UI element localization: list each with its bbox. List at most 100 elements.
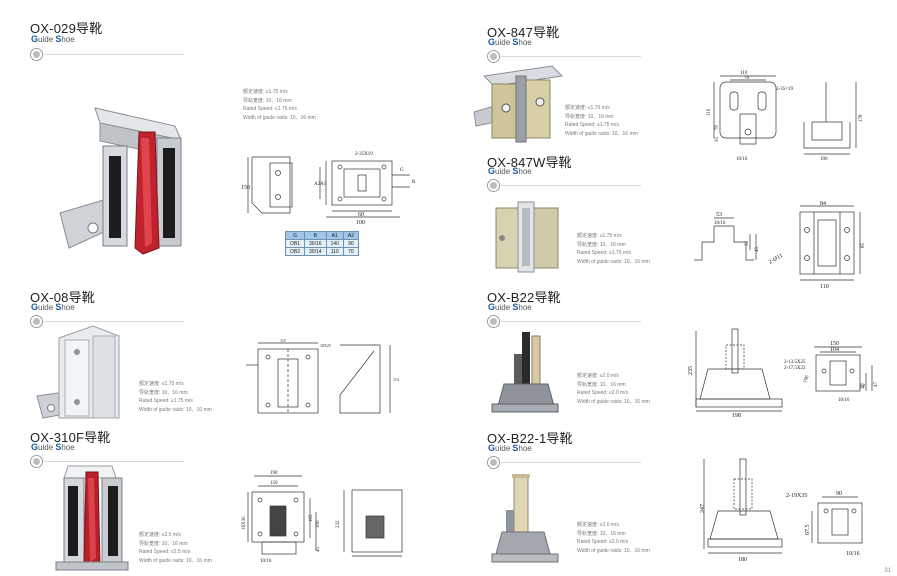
label-100: 100 xyxy=(356,220,365,225)
product-title: OX-B22导靴 xyxy=(487,290,561,305)
product-photo xyxy=(59,107,182,255)
label-slot: 10X25 xyxy=(320,343,331,348)
label-67-5: 67.5 xyxy=(805,525,811,536)
label-g: G xyxy=(400,168,404,173)
label-45: 45 xyxy=(316,547,321,553)
bullet-dot xyxy=(31,316,42,327)
product-subtitle: Guide Shoe xyxy=(488,166,532,176)
spec-list: 额定速度: ≤1.75 m/s 导轨宽度: 10、16 mm Rated Spe… xyxy=(565,105,638,137)
title-rule xyxy=(44,461,184,462)
title-rule xyxy=(501,321,641,322)
label-100: 100 xyxy=(316,520,321,528)
spec-list: 额定速度: ≤1.75 m/s 导轨宽度: 10、16 mm Rated Spe… xyxy=(577,233,650,265)
label-height: 150 xyxy=(241,185,250,191)
table-header-row: G B A1 A2 xyxy=(284,231,360,240)
label-53: 53 xyxy=(716,212,722,218)
product-photo xyxy=(55,465,129,571)
label-45: 45 xyxy=(755,247,760,253)
label-slot-b: 2-17.5X22 xyxy=(784,366,806,371)
title-rule xyxy=(501,185,641,186)
bullet-dot xyxy=(488,457,499,468)
technical-drawing: 2-35X19 150 A1 A2 B 60 100 G xyxy=(241,152,416,225)
technical-drawing: 190 150 16X30 105 100 45 10/16 232 xyxy=(242,471,403,564)
product-title: OX-847导靴 xyxy=(487,25,560,40)
label-slot: 2-35×19 xyxy=(776,87,793,92)
label-70-v: 70 xyxy=(715,125,720,131)
label-100: 100 xyxy=(820,157,828,162)
label-90: 90 xyxy=(836,491,842,497)
label-32: 32 xyxy=(745,241,750,247)
label-180: 180 xyxy=(738,557,747,563)
table-row: OB2 30/14 110 70 xyxy=(284,247,360,256)
label-52: 52 xyxy=(860,384,866,389)
product-subtitle: Guide Shoe xyxy=(31,34,75,44)
technical-drawing: 235 198 150 104 2-13.5X25 2-17.5X22 106 … xyxy=(688,328,879,417)
label-190: 190 xyxy=(270,471,278,476)
product-title: OX-029导靴 xyxy=(30,21,103,36)
label-rail: 10/16 xyxy=(736,157,748,162)
label-rail: 10/16 xyxy=(260,559,272,564)
product-photo xyxy=(491,332,559,413)
spec-list: 额定速度: ≤2.0 m/s 导轨宽度: 10、16 mm Rated Spee… xyxy=(577,522,650,554)
label-105: 105 xyxy=(309,514,314,522)
label-rail: 10/16 xyxy=(714,221,726,226)
label-110: 110 xyxy=(820,284,829,290)
label-110-v: 110 xyxy=(707,108,712,116)
spec-list: 额定速度: ≤2.0 m/s 导轨宽度: 10、16 mm Rated Spee… xyxy=(577,373,650,405)
label-235: 235 xyxy=(688,366,694,375)
label-247: 247 xyxy=(700,504,706,513)
technical-drawing: 53 10/16 32 45 2-Ø11 84 85 110 xyxy=(694,201,866,290)
product-title: OX-847W导靴 xyxy=(487,155,572,170)
label-slot: 16X30 xyxy=(242,516,247,530)
product-photo xyxy=(495,201,559,273)
label-60: 60 xyxy=(358,212,364,218)
label-70: 70 xyxy=(744,76,750,81)
product-photo xyxy=(491,474,559,563)
product-subtitle: Guide Shoe xyxy=(31,442,75,452)
label-rail: 10/16 xyxy=(846,551,860,557)
label-holes: 2-Ø11 xyxy=(768,253,784,266)
bullet-dot xyxy=(31,456,42,467)
title-rule xyxy=(501,462,641,463)
label-114: 114 xyxy=(393,377,399,382)
bullet-dot xyxy=(488,316,499,327)
title-rule xyxy=(44,54,184,55)
label-84: 84 xyxy=(820,201,826,207)
product-title: OX-310F导靴 xyxy=(30,430,111,445)
label-32: 32 xyxy=(861,384,866,390)
label-slot: 2-35X19 xyxy=(355,152,373,157)
label-slot-a: 2-13.5X25 xyxy=(784,360,806,365)
label-106: 106 xyxy=(803,374,810,383)
label-178: 178 xyxy=(859,114,864,122)
title-rule xyxy=(501,56,641,57)
label-115: 115 xyxy=(280,338,286,343)
table-row: OB1 30/16 140 90 xyxy=(284,239,360,248)
label-232: 232 xyxy=(336,520,341,528)
label-a2: A2 xyxy=(314,182,321,187)
bullet-dot xyxy=(31,49,42,60)
label-110: 110 xyxy=(740,71,748,76)
product-subtitle: Guide Shoe xyxy=(488,302,532,312)
product-title: OX-08导靴 xyxy=(30,290,95,305)
label-rail: 10/16 xyxy=(838,398,850,403)
label-a1: A1 xyxy=(320,182,327,187)
product-subtitle: Guide Shoe xyxy=(488,443,532,453)
product-title: OX-B22-1导靴 xyxy=(487,431,573,446)
label-150: 150 xyxy=(830,341,839,347)
label-35: 35 xyxy=(715,137,720,143)
label-slot: 2-19X35 xyxy=(786,493,807,499)
spec-list: 额定速度: ≤1.75 m/s 导轨宽度: 10、16 mm Rated Spe… xyxy=(243,89,316,121)
technical-drawing: 115 10X25 114 xyxy=(246,338,399,414)
dimension-table: G B A1 A2 OB1 30/16 140 90 OB2 30/14 110… xyxy=(284,231,360,256)
label-b: B xyxy=(412,180,416,185)
label-85: 85 xyxy=(861,243,866,249)
spec-list: 额定速度: ≤1.75 m/s 导轨宽度: 10、16 mm Rated Spe… xyxy=(139,381,212,413)
bullet-dot xyxy=(488,51,499,62)
label-198: 198 xyxy=(732,413,741,417)
product-subtitle: Guide Shoe xyxy=(31,302,75,312)
product-photo xyxy=(473,65,564,143)
product-photo xyxy=(36,325,120,419)
technical-drawing: 247 180 2-19X35 90 67.5 10/16 xyxy=(700,458,863,563)
label-150: 150 xyxy=(270,481,278,486)
